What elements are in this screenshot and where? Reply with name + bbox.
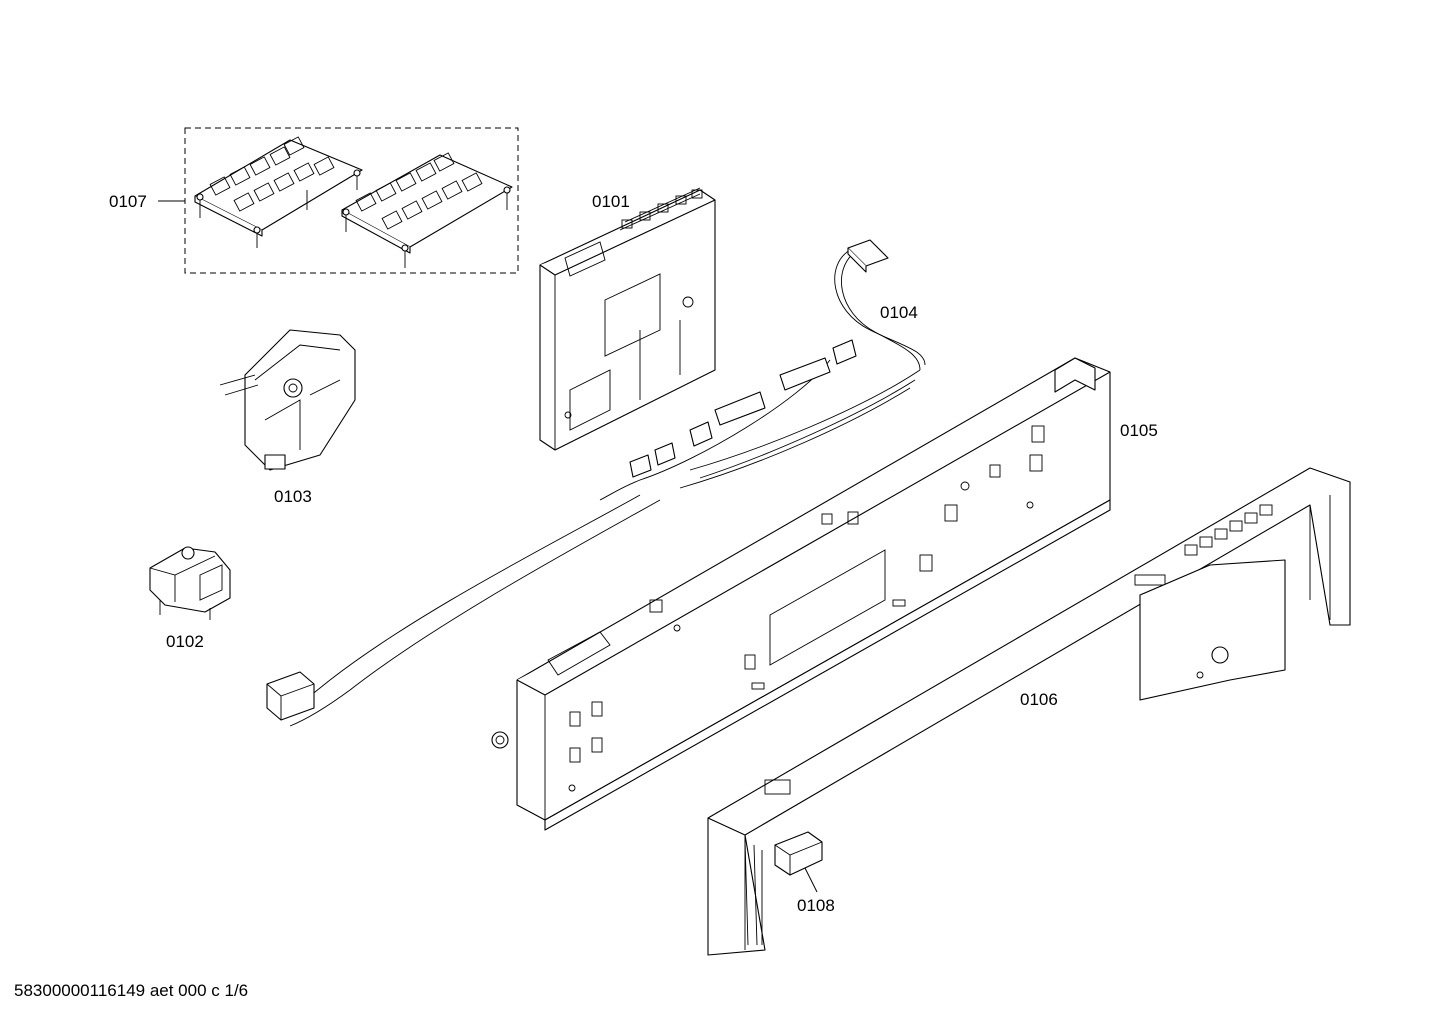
label-0101: 0101 [592, 192, 630, 211]
part-0105-control-panel-frame[interactable] [491, 357, 1111, 831]
label-0102: 0102 [166, 632, 204, 651]
label-0105: 0105 [1120, 421, 1158, 440]
part-0104-wiring-harness[interactable] [266, 239, 926, 727]
part-0106-fascia-cover[interactable] [707, 467, 1351, 956]
label-0108: 0108 [797, 896, 835, 915]
part-0108-cap[interactable] [774, 831, 823, 893]
label-0103: 0103 [274, 487, 312, 506]
label-0104: 0104 [880, 303, 918, 322]
part-0102-switch[interactable] [149, 546, 231, 620]
part-0101-control-module[interactable] [539, 187, 716, 451]
label-0106: 0106 [1020, 690, 1058, 709]
label-0107: 0107 [109, 192, 147, 211]
part-0107-keypad-mats[interactable] [158, 127, 519, 274]
document-code: 58300000116149 aet 000 c 1/6 [14, 981, 249, 1000]
part-0103-door-lock[interactable] [219, 329, 356, 471]
